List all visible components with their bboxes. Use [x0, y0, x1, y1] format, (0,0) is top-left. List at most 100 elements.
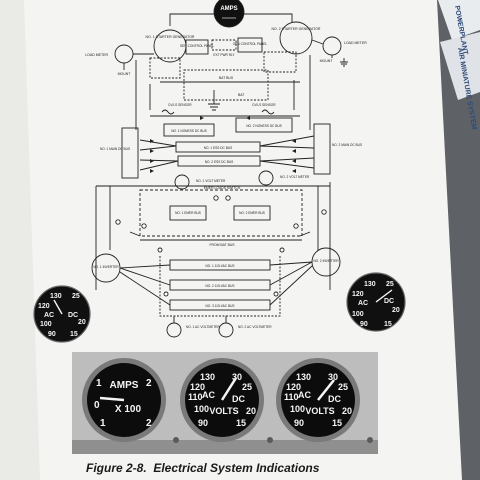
- photo-amps-label: AMPS: [110, 380, 139, 391]
- photo-v1-t15: 15: [236, 418, 246, 428]
- cvl-sensor-left: CV/LS SENSOR: [161, 103, 192, 115]
- photo-volts-gauge-1: 130 30 120 25 110 20 100 90 15 AC DC VOL…: [180, 358, 264, 442]
- volt-meter-2-label: NO. 2 VOLT METER: [280, 175, 310, 179]
- ext-pwr-label: EXT PWR RLY: [213, 53, 235, 57]
- photo-v2-t20: 20: [342, 406, 352, 416]
- gen-control-right-label: GEN CONTROL PANEL: [233, 42, 268, 46]
- top-amps-gauge: AMPS: [213, 0, 245, 28]
- nonness-2-label: NO. 2 NONESS DC BUS: [246, 124, 282, 128]
- vac-bus-2-label: NO. 2 115-VAC BUS: [205, 284, 234, 288]
- breakers: [115, 195, 327, 297]
- photo-v1-t90: 90: [198, 418, 208, 428]
- paper-shadow: [0, 0, 40, 480]
- left-load-meter-label: LOAD METER: [85, 53, 108, 57]
- photo-amps-t0: 0: [94, 400, 100, 411]
- cvl-sensor-right-label: CV/LS SENSOR: [252, 103, 276, 107]
- left-gauge-t20: 20: [78, 319, 86, 326]
- left-main-bus: NO. 1 MAIN DC BUS: [100, 127, 139, 179]
- volt-meter-1-label: NO. 1 VOLT METER: [196, 179, 226, 183]
- bat-bus-label: BAT BUS: [219, 76, 234, 80]
- right-small-gauge: 130 25 120 100 90 15 20 AC DC: [346, 272, 406, 332]
- vac-bus-1-label: NO. 1 115-VAC BUS: [205, 264, 234, 268]
- vac-bus-3-label: NO. 3 115-VAC BUS: [205, 304, 234, 308]
- from-bat-bus-label: FROM BAT BUS: [209, 243, 235, 247]
- gen-control-left: GEN CONTROL PANEL: [180, 39, 215, 55]
- nonness-1-label: NO. 1 NONESS DC BUS: [171, 129, 207, 133]
- gen-control-left-label: GEN CONTROL PANEL: [180, 44, 215, 48]
- tab-number: 7: [458, 20, 462, 26]
- photo-v1-ac: AC: [202, 390, 215, 400]
- photo-v2-t130: 130: [296, 372, 311, 382]
- top-amps-label: AMPS: [220, 6, 237, 12]
- right-gauge-t15: 15: [384, 321, 392, 328]
- photo-v2-t30: 30: [328, 372, 338, 382]
- right-gauge-t130: 130: [364, 281, 376, 288]
- photo-v1-t130: 130: [200, 372, 215, 382]
- photo-v1-volts: VOLTS: [209, 406, 238, 416]
- photo-v2-volts: VOLTS: [305, 406, 334, 416]
- photo-v2-t25: 25: [338, 382, 348, 392]
- photo-v2-t90: 90: [294, 418, 304, 428]
- emer-switch-label: EMER LOADS SWITCH: [204, 186, 241, 190]
- ess-bus-1-label: NO. 1 ESS DC BUS: [204, 146, 233, 150]
- right-gauge-dc: DC: [384, 298, 394, 305]
- photo-v1-t120: 120: [190, 382, 205, 392]
- tab-1: [438, 0, 480, 40]
- left-mount-label: MOUNT: [118, 72, 132, 76]
- cvl-sensor-left-label: CV/LS SENSOR: [168, 103, 192, 107]
- photo-v1-t100: 100: [194, 404, 209, 414]
- left-small-gauge: 130 25 120 100 90 15 20 AC DC: [33, 285, 91, 343]
- photo-v1-t30: 30: [232, 372, 242, 382]
- photo-v2-t15: 15: [332, 418, 342, 428]
- bat-label: BAT: [238, 93, 244, 97]
- photo-v1-t110: 110: [188, 392, 203, 402]
- schematic: AMPS NO. 1 STARTER GENERATOR NO. 2 START…: [85, 0, 367, 338]
- left-gauge-t100: 100: [40, 321, 52, 328]
- tab-2: [440, 32, 480, 100]
- left-gauge-dc: DC: [68, 312, 78, 319]
- photo-amps-t1b: 1: [100, 418, 106, 429]
- diodes: [150, 116, 296, 173]
- inverter-1-label: NO. 1 INVERTER: [93, 265, 119, 269]
- left-main-bus-label: NO. 1 MAIN DC BUS: [100, 147, 130, 151]
- left-gauge-ac: AC: [44, 312, 54, 319]
- right-generator-label: NO. 2 STARTER GENERATOR: [272, 27, 321, 31]
- right-gauge-t100: 100: [352, 311, 364, 318]
- photo-v1-dc: DC: [232, 394, 245, 404]
- volt-meter-1: NO. 1 VOLT METER: [174, 174, 226, 190]
- right-gauge-t20: 20: [392, 307, 400, 314]
- right-gauge-t25: 25: [386, 281, 394, 288]
- left-gauge-t90: 90: [48, 331, 56, 338]
- left-generator-label: NO. 1 STARTER GENERATOR: [146, 35, 195, 39]
- ac-voltmeter-1-label: NO. 1 AC VOLTMETER: [186, 325, 220, 329]
- ac-voltmeter-2-label: NO. 2 AC VOLTMETER: [238, 325, 272, 329]
- photo-v1-t20: 20: [246, 406, 256, 416]
- photo-v1-t25: 25: [242, 382, 252, 392]
- photo-amps-t1a: 1: [96, 378, 102, 389]
- photo-screws: [173, 437, 373, 443]
- photo-v2-t120: 120: [286, 382, 301, 392]
- right-mount-label: MOUNT: [320, 59, 334, 63]
- left-gauge-t25: 25: [72, 293, 80, 300]
- emer-bus-1-label: NO. 1 EMER BUS: [175, 211, 201, 215]
- photo-v2-ac: AC: [298, 390, 311, 400]
- right-main-bus-label: NO. 2 MAIN DC BUS: [332, 143, 362, 147]
- photo-volts-gauge-2: 130 30 120 25 110 20 100 90 15 AC DC VOL…: [276, 358, 360, 442]
- right-gauge-t120: 120: [352, 291, 364, 298]
- right-generator: NO. 2 STARTER GENERATOR: [272, 21, 321, 55]
- volt-meter-2: NO. 2 VOLT METER: [258, 170, 310, 186]
- right-main-bus: NO. 2 MAIN DC BUS: [313, 123, 362, 175]
- right-gauge-ac: AC: [358, 300, 368, 307]
- photo-v2-t110: 110: [284, 392, 299, 402]
- ess-bus-2-label: NO. 2 ESS DC BUS: [205, 160, 234, 164]
- left-gauge-t15: 15: [70, 331, 78, 338]
- photo-amps-t2a: 2: [146, 378, 152, 389]
- inverter-2-label: NO. 2 INVERTER: [313, 259, 339, 263]
- figure-caption: Figure 2-8. Electrical System Indication…: [86, 461, 320, 475]
- photo-v2-dc: DC: [328, 394, 341, 404]
- gauge-photo: AMPS X 100 1 2 0 1 2 130 30 120 25 110 2…: [72, 352, 378, 454]
- left-gauge-t130: 130: [50, 293, 62, 300]
- tab-strip: POWERPLANT 7 AIR MINIATURE SYSTEM: [438, 0, 480, 130]
